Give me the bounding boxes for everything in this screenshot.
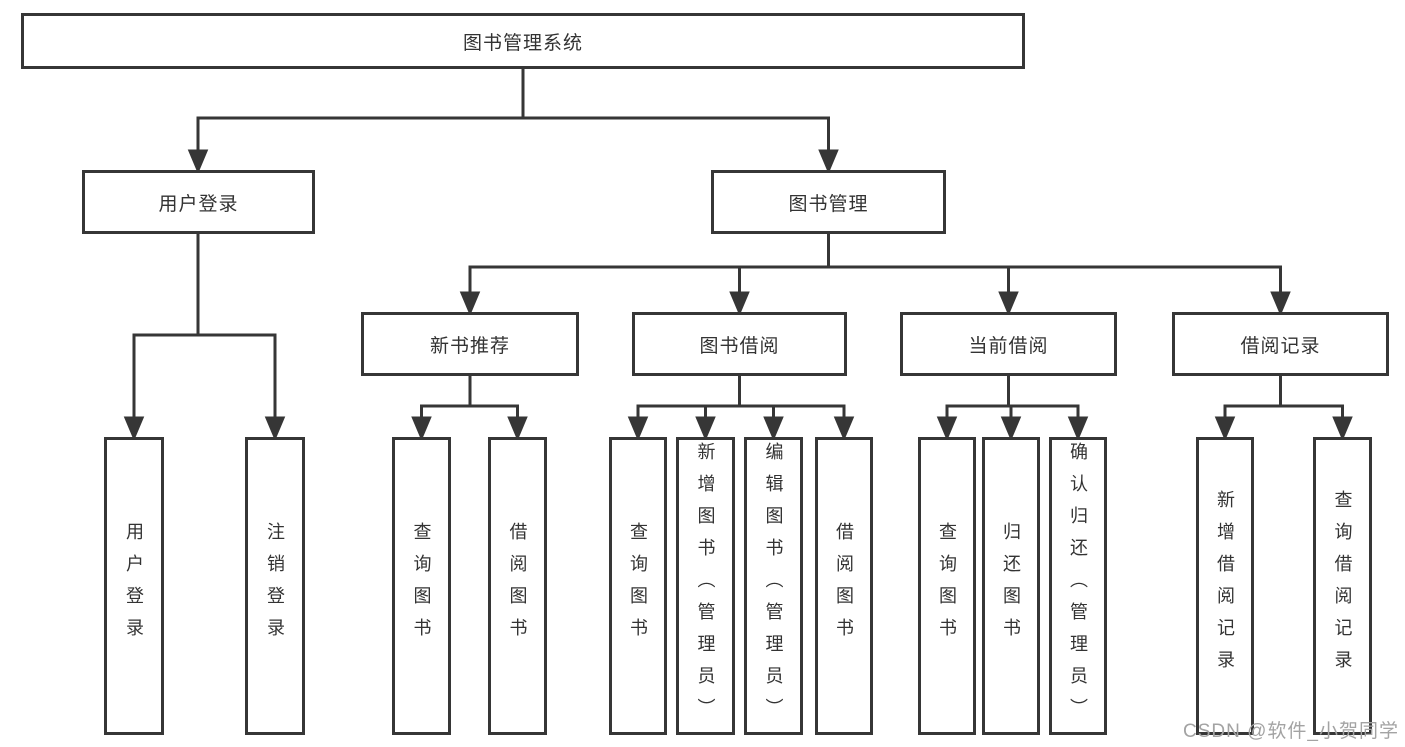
node-borrow-record: 借阅记录 xyxy=(1172,312,1389,376)
leaf-user-login: 用户登录 xyxy=(104,437,164,735)
leaf-borrow-query-book-label: 查询图书 xyxy=(628,522,648,650)
leaf-borrow-query-book: 查询图书 xyxy=(609,437,667,735)
leaf-current-query-book-label: 查询图书 xyxy=(937,522,957,650)
connector-book-borrow-to-leaves xyxy=(627,376,855,441)
node-user-login-branch: 用户登录 xyxy=(82,170,315,234)
node-book-management: 图书管理 xyxy=(711,170,946,234)
leaf-borrow-borrow-book: 借阅图书 xyxy=(815,437,873,735)
leaf-recommend-borrow-book-label: 借阅图书 xyxy=(507,522,528,650)
connector-new-book-to-leaves xyxy=(411,376,528,441)
leaf-borrow-edit-book: 编辑图书（管理员） xyxy=(744,437,803,735)
csdn-watermark: CSDN @软件_小贺同学 xyxy=(1183,721,1399,742)
connector-user-login-to-leaves xyxy=(123,234,286,441)
leaf-current-return-book-label: 归还图书 xyxy=(1001,522,1021,650)
leaf-recommend-query-book-label: 查询图书 xyxy=(411,522,432,650)
leaf-current-return-book: 归还图书 xyxy=(982,437,1040,735)
node-new-book-recommend: 新书推荐 xyxy=(361,312,579,376)
leaf-borrow-add-book: 新增图书（管理员） xyxy=(676,437,735,735)
leaf-record-query-record: 查询借阅记录 xyxy=(1313,437,1372,735)
node-book-borrow: 图书借阅 xyxy=(632,312,847,376)
connector-book-mgmt-to-level3 xyxy=(459,234,1291,316)
connector-root-to-level2 xyxy=(187,69,839,174)
connector-current-borrow-to-leaves xyxy=(936,376,1089,441)
leaf-current-confirm-return-label: 确认归还（管理员） xyxy=(1068,442,1088,730)
leaf-logout-login: 注销登录 xyxy=(245,437,305,735)
leaf-record-add-record: 新增借阅记录 xyxy=(1196,437,1254,735)
leaf-record-add-record-label: 新增借阅记录 xyxy=(1215,490,1235,682)
leaf-record-query-record-label: 查询借阅记录 xyxy=(1332,490,1353,682)
leaf-current-query-book: 查询图书 xyxy=(918,437,976,735)
leaf-current-confirm-return: 确认归还（管理员） xyxy=(1049,437,1107,735)
leaf-logout-login-label: 注销登录 xyxy=(265,522,285,650)
leaf-borrow-add-book-label: 新增图书（管理员） xyxy=(695,442,716,730)
leaf-borrow-borrow-book-label: 借阅图书 xyxy=(834,522,854,650)
leaf-borrow-edit-book-label: 编辑图书（管理员） xyxy=(763,442,784,730)
node-current-borrow: 当前借阅 xyxy=(900,312,1117,376)
leaf-recommend-query-book: 查询图书 xyxy=(392,437,451,735)
leaf-recommend-borrow-book: 借阅图书 xyxy=(488,437,547,735)
leaf-user-login-label: 用户登录 xyxy=(124,522,144,650)
connector-borrow-record-to-leaves xyxy=(1214,376,1353,441)
node-root: 图书管理系统 xyxy=(21,13,1025,69)
